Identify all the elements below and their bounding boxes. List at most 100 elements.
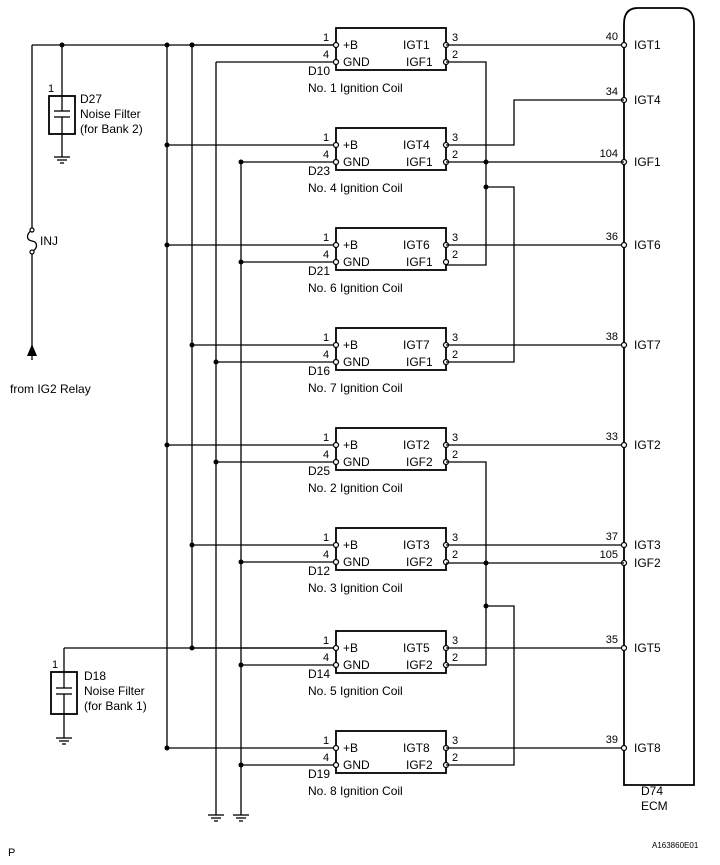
coil-pin-label: 4 bbox=[323, 549, 329, 561]
coil-terminal-label: IGF1 bbox=[406, 255, 433, 269]
coil-name-label: No. 3 Ignition Coil bbox=[308, 581, 403, 595]
ecm-pin-number: 38 bbox=[606, 331, 618, 343]
coil-terminal-label: GND bbox=[343, 255, 370, 269]
coil-terminal-label: +B bbox=[343, 438, 358, 452]
coil-pin-label: 1 bbox=[323, 132, 329, 144]
coil-terminal-label: IGT1 bbox=[403, 38, 430, 52]
filter-label-line1: Noise Filter bbox=[84, 684, 145, 698]
coil-terminal-label: IGF1 bbox=[406, 55, 433, 69]
coil-terminal-label: IGT2 bbox=[403, 438, 430, 452]
ground-symbol bbox=[208, 814, 224, 822]
coil-terminal-label: IGF1 bbox=[406, 155, 433, 169]
coil-connector-label: D10 bbox=[308, 64, 330, 78]
coil-pin-label: 4 bbox=[323, 449, 329, 461]
coil-terminal-label: IGF1 bbox=[406, 355, 433, 369]
ecm-pin-number: 36 bbox=[606, 231, 618, 243]
ecm-pin-number: 104 bbox=[600, 148, 618, 160]
coil-pin-label: 2 bbox=[452, 549, 458, 561]
coil-pin-label: 2 bbox=[452, 49, 458, 61]
coil-terminal-label: IGT8 bbox=[403, 741, 430, 755]
coil-pin-label: 2 bbox=[452, 349, 458, 361]
coil-pin-label: 2 bbox=[452, 652, 458, 664]
coil-connector-label: D23 bbox=[308, 164, 330, 178]
coil-connector-label: D14 bbox=[308, 667, 330, 681]
coil-pin-label: 4 bbox=[323, 149, 329, 161]
filter-label-line2: (for Bank 2) bbox=[80, 122, 143, 136]
coil-terminal-label: IGT6 bbox=[403, 238, 430, 252]
coil-terminal-label: IGT5 bbox=[403, 641, 430, 655]
coil-terminal-label: +B bbox=[343, 741, 358, 755]
ecm-pin-number: 34 bbox=[606, 86, 618, 98]
coil-name-label: No. 8 Ignition Coil bbox=[308, 784, 403, 798]
coil-pin-label: 2 bbox=[452, 149, 458, 161]
coil-name-label: No. 1 Ignition Coil bbox=[308, 81, 403, 95]
ecm-pin-number: 33 bbox=[606, 431, 618, 443]
coil-connector-label: D19 bbox=[308, 767, 330, 781]
coil-terminal-label: GND bbox=[343, 355, 370, 369]
coil-pin-label: 3 bbox=[452, 532, 458, 544]
coil-pin-label: 2 bbox=[452, 249, 458, 261]
coil-pin-label: 1 bbox=[323, 532, 329, 544]
ecm-pin-name: IGT3 bbox=[634, 538, 661, 552]
coil-terminal-label: +B bbox=[343, 641, 358, 655]
coil-terminal-label: IGF2 bbox=[406, 555, 433, 569]
coil-pin-label: 3 bbox=[452, 735, 458, 747]
coil-terminal-label: +B bbox=[343, 538, 358, 552]
filter-label-line1: Noise Filter bbox=[80, 107, 141, 121]
coil-terminal-label: IGF2 bbox=[406, 455, 433, 469]
coil-terminal-label: +B bbox=[343, 338, 358, 352]
coil-terminal-label: IGT3 bbox=[403, 538, 430, 552]
ecm-pin-number: 105 bbox=[600, 549, 618, 561]
coil-pin-label: 3 bbox=[452, 635, 458, 647]
coil-connector-label: D12 bbox=[308, 564, 330, 578]
coil-name-label: No. 7 Ignition Coil bbox=[308, 381, 403, 395]
svg-text:1: 1 bbox=[52, 659, 58, 671]
coil-terminal-label: GND bbox=[343, 455, 370, 469]
coil-connector-label: D16 bbox=[308, 364, 330, 378]
coil-pin-label: 3 bbox=[452, 432, 458, 444]
svg-text:1: 1 bbox=[48, 83, 54, 95]
coil-pin-label: 1 bbox=[323, 432, 329, 444]
coil-name-label: No. 5 Ignition Coil bbox=[308, 684, 403, 698]
ecm-pin-name: IGF1 bbox=[634, 155, 661, 169]
ecm-pin-name: IGF2 bbox=[634, 556, 661, 570]
coil-pin-label: 3 bbox=[452, 32, 458, 44]
coil-name-label: No. 4 Ignition Coil bbox=[308, 181, 403, 195]
filter-label-line2: (for Bank 1) bbox=[84, 699, 147, 713]
coil-name-label: No. 2 Ignition Coil bbox=[308, 481, 403, 495]
ecm-name-label: ECM bbox=[641, 799, 668, 813]
noise-filter-d27: 1 D27 Noise Filter (for Bank 2) bbox=[48, 45, 143, 164]
coil-terminal-label: +B bbox=[343, 38, 358, 52]
coil-terminal-label: GND bbox=[343, 55, 370, 69]
filter-conn-label: D27 bbox=[80, 92, 102, 106]
coil-terminal-label: GND bbox=[343, 758, 370, 772]
fuse-symbol bbox=[26, 229, 38, 253]
coil-terminal-label: GND bbox=[343, 555, 370, 569]
coil-pin-label: 1 bbox=[323, 735, 329, 747]
ecm-pin-name: IGT8 bbox=[634, 741, 661, 755]
coil-pin-label: 4 bbox=[323, 249, 329, 261]
coil-pin-label: 1 bbox=[323, 635, 329, 647]
coil-pin-label: 3 bbox=[452, 332, 458, 344]
coil-pin-label: 3 bbox=[452, 132, 458, 144]
ecm-pin-number: 37 bbox=[606, 531, 618, 543]
coil-pin-label: 4 bbox=[323, 652, 329, 664]
coil-terminal-label: IGF2 bbox=[406, 658, 433, 672]
coil-connector-label: D25 bbox=[308, 464, 330, 478]
ecm-pin-name: IGT7 bbox=[634, 338, 661, 352]
ecm-outline bbox=[623, 7, 695, 786]
ecm-pin-name: IGT5 bbox=[634, 641, 661, 655]
